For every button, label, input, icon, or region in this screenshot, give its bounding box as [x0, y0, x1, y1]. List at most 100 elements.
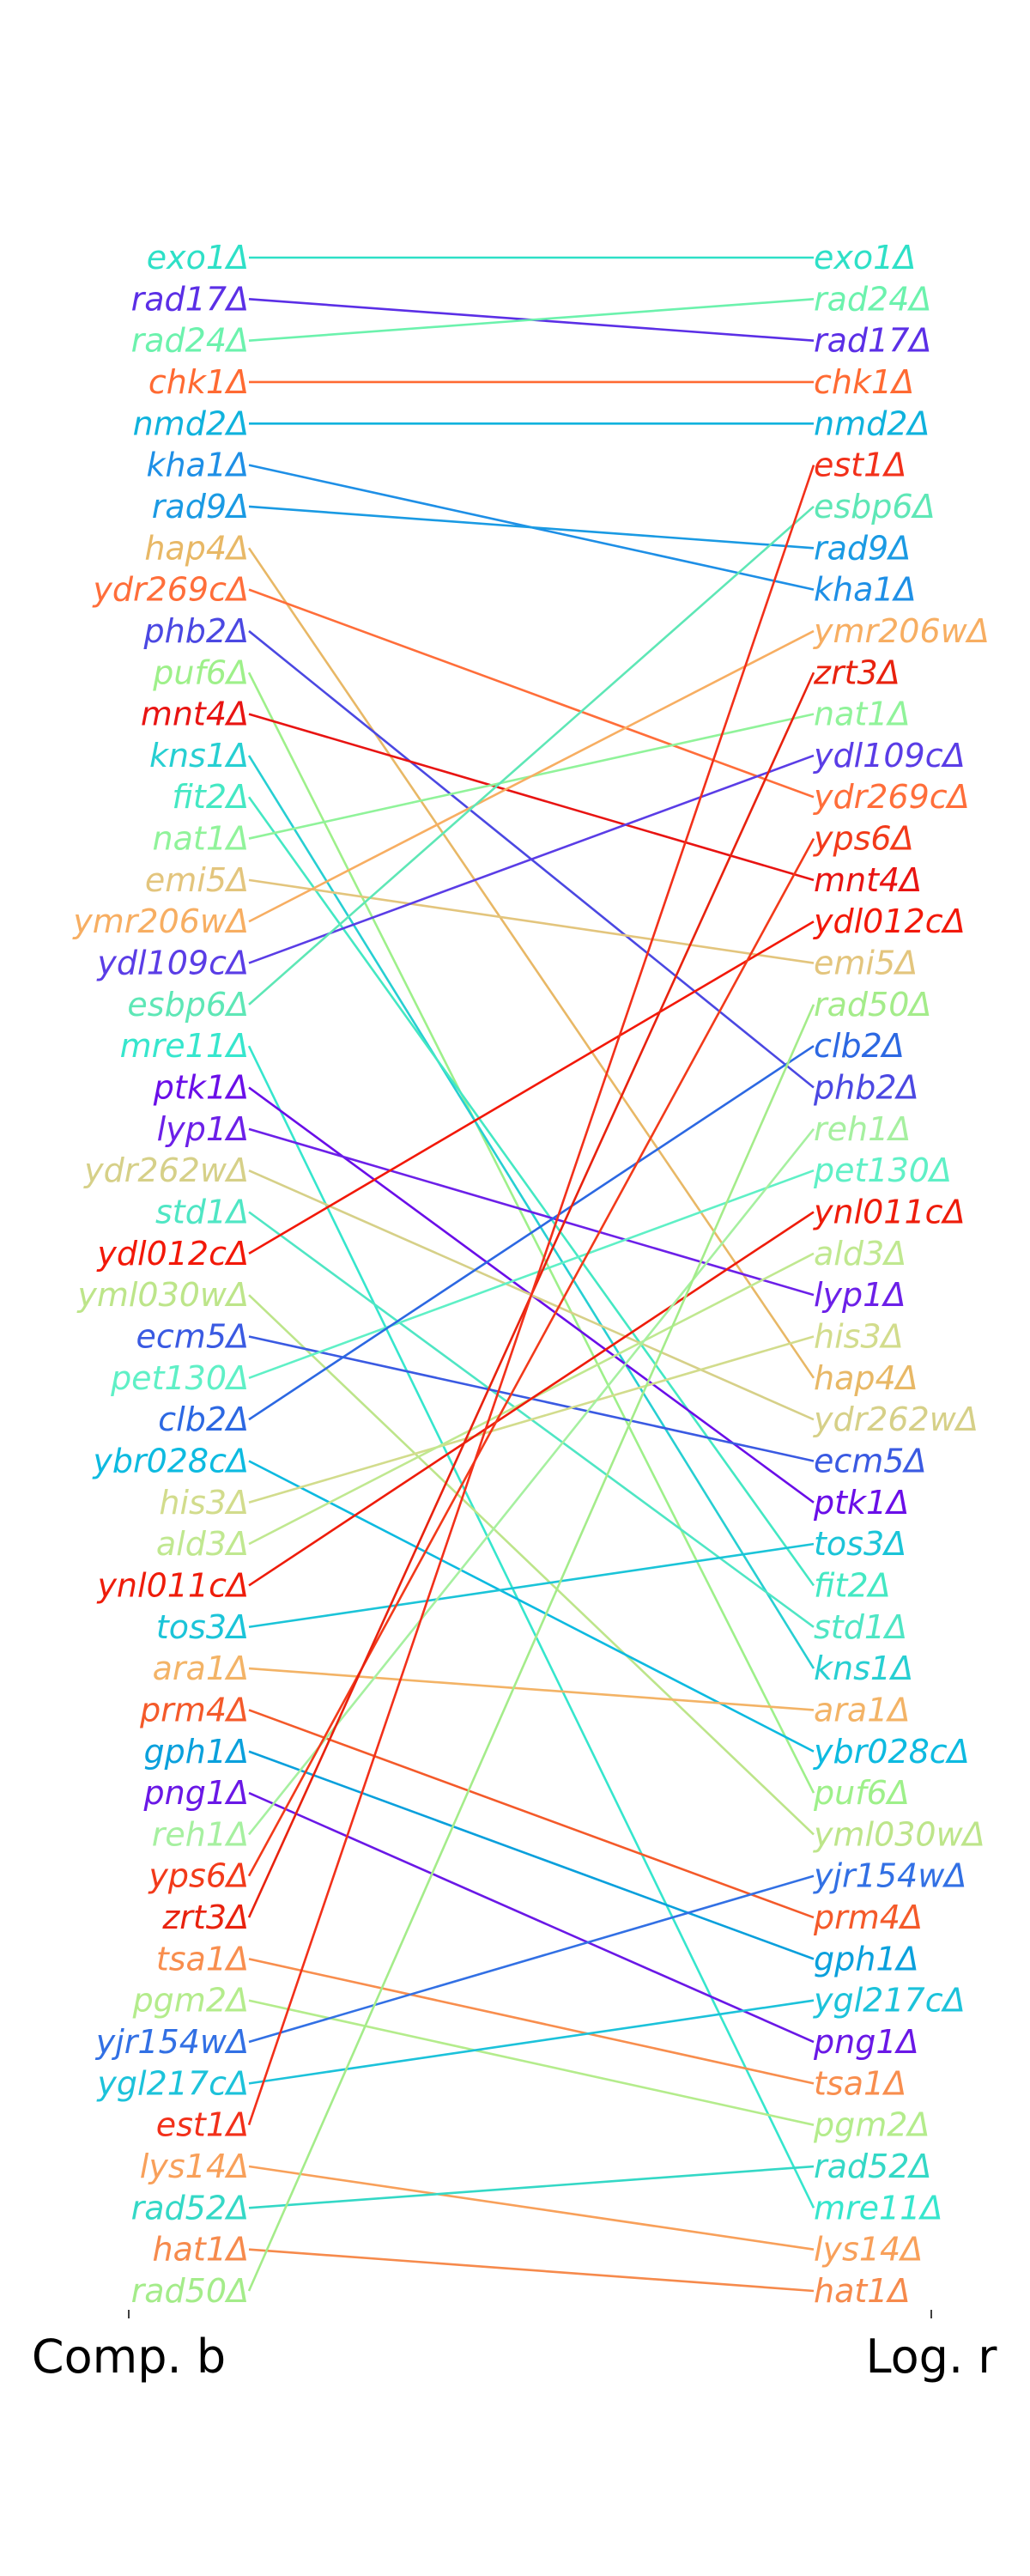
left-label-nat1: nat1Δ	[153, 820, 249, 858]
left-label-rad9: rad9Δ	[152, 488, 249, 526]
connector-reh1	[247, 1128, 815, 1836]
left-label-lys14: lys14Δ	[140, 2148, 249, 2185]
left-label-ybr028c: ybr028cΔ	[92, 1442, 249, 1479]
right-label-ymr206w: ymr206wΔ	[813, 612, 990, 650]
left-label-mnt4: mnt4Δ	[141, 696, 249, 733]
right-label-lyp1: lyp1Δ	[814, 1276, 906, 1314]
left-label-reh1: reh1Δ	[152, 1815, 249, 1853]
left-label-ymr206w: ymr206wΔ	[72, 902, 249, 940]
left-label-nmd2: nmd2Δ	[133, 404, 249, 442]
left-label-ptk1: ptk1Δ	[153, 1069, 249, 1107]
left-label-rad24: rad24Δ	[131, 322, 249, 360]
left-label-hat1: hat1Δ	[153, 2231, 249, 2269]
right-label-tos3: tos3Δ	[814, 1525, 906, 1563]
right-label-kns1: kns1Δ	[814, 1649, 913, 1687]
right-label-ydr269c: ydr269cΔ	[813, 778, 970, 816]
left-label-emi5: emi5Δ	[145, 861, 249, 899]
right-label-rad24: rad24Δ	[814, 280, 931, 318]
right-label-chk1: chk1Δ	[814, 363, 914, 401]
left-label-phb2: phb2Δ	[143, 612, 250, 650]
left-label-est1: est1Δ	[156, 2106, 249, 2144]
connector-ynl011c	[248, 1211, 815, 1587]
connector-his3	[248, 1335, 815, 1504]
right-label-hat1: hat1Δ	[814, 2272, 910, 2310]
right-label-prm4: prm4Δ	[813, 1899, 923, 1936]
right-label-nmd2: nmd2Δ	[814, 404, 930, 442]
left-label-pgm2: pgm2Δ	[132, 1982, 249, 2020]
right-label-kha1: kha1Δ	[814, 571, 917, 609]
right-label-est1: est1Δ	[814, 447, 906, 484]
left-label-ecm5: ecm5Δ	[136, 1317, 249, 1355]
connector-png1	[248, 1791, 815, 2044]
left-label-exo1: exo1Δ	[147, 239, 249, 276]
left-label-ydr269c: ydr269cΔ	[92, 571, 249, 609]
connector-est1	[247, 465, 815, 2126]
right-label-gph1: gph1Δ	[814, 1940, 919, 1978]
left-label-gph1: gph1Δ	[144, 1733, 250, 1771]
left-label-kha1: kha1Δ	[146, 447, 249, 484]
connector-lys14	[248, 2165, 815, 2251]
left-label-std1: std1Δ	[155, 1194, 249, 1231]
right-label-zrt3: zrt3Δ	[813, 653, 900, 691]
right-label-rad52: rad52Δ	[814, 2148, 931, 2185]
right-label-ydr262w: ydr262wΔ	[813, 1400, 978, 1438]
right-label-clb2: clb2Δ	[814, 1027, 905, 1065]
left-label-tos3: tos3Δ	[156, 1608, 249, 1646]
left-axis-label: Comp. b	[32, 2330, 226, 2384]
connector-hat1	[248, 2248, 815, 2293]
connector-pet130	[248, 1169, 815, 1380]
connector-ydl109c	[248, 754, 815, 964]
right-label-mre11: mre11Δ	[814, 2189, 942, 2227]
right-label-yps6: yps6Δ	[813, 820, 914, 858]
connector-ara1	[248, 1667, 815, 1711]
left-label-ydl012c: ydl012cΔ	[96, 1235, 249, 1273]
left-label-lyp1: lyp1Δ	[157, 1110, 249, 1148]
right-label-ald3: ald3Δ	[814, 1235, 906, 1273]
right-label-his3: his3Δ	[814, 1317, 904, 1355]
right-label-pet130: pet130Δ	[813, 1151, 952, 1189]
left-label-zrt3: zrt3Δ	[161, 1899, 249, 1936]
connector-ygl217c	[248, 1999, 815, 2085]
right-label-reh1: reh1Δ	[814, 1110, 911, 1148]
left-label-esbp6: esbp6Δ	[127, 986, 249, 1024]
right-label-nat1: nat1Δ	[814, 696, 910, 733]
right-label-pgm2: pgm2Δ	[813, 2106, 930, 2144]
connector-yps6	[247, 837, 815, 1877]
right-gene-labels: exo1Δrad17Δrad24Δchk1Δnmd2Δkha1Δrad9Δhap…	[813, 239, 990, 2310]
left-label-yps6: yps6Δ	[148, 1857, 249, 1895]
left-label-ara1: ara1Δ	[153, 1649, 249, 1687]
connector-mnt4	[248, 713, 815, 882]
right-label-ydl012c: ydl012cΔ	[813, 902, 966, 940]
left-label-his3: his3Δ	[159, 1484, 249, 1522]
right-label-fit2: fit2Δ	[814, 1566, 891, 1604]
connector-rad50	[247, 1004, 815, 2292]
connector-emi5	[248, 878, 815, 964]
left-label-ygl217c: ygl217cΔ	[96, 2064, 249, 2102]
right-label-phb2: phb2Δ	[813, 1069, 919, 1107]
left-label-pet130: pet130Δ	[110, 1359, 249, 1397]
right-label-rad17: rad17Δ	[814, 322, 931, 360]
connector-tsa1	[248, 1958, 815, 2085]
right-label-ecm5: ecm5Δ	[814, 1442, 926, 1479]
left-label-puf6: puf6Δ	[152, 653, 249, 691]
left-gene-labels: exo1Δrad17Δrad24Δchk1Δnmd2Δkha1Δrad9Δhap…	[72, 239, 249, 2310]
connector-gph1	[248, 1750, 815, 1960]
left-label-fit2: fit2Δ	[172, 778, 249, 816]
left-label-rad52: rad52Δ	[131, 2189, 249, 2227]
right-label-hap4: hap4Δ	[814, 1359, 918, 1397]
right-label-ynl011c: ynl011cΔ	[813, 1194, 966, 1231]
left-label-tsa1: tsa1Δ	[156, 1940, 249, 1978]
connector-rad9	[248, 505, 815, 550]
left-label-clb2: clb2Δ	[158, 1400, 249, 1438]
left-label-ynl011c: ynl011cΔ	[96, 1566, 249, 1604]
left-label-png1: png1Δ	[143, 1774, 250, 1812]
right-label-rad9: rad9Δ	[814, 529, 911, 567]
right-label-mnt4: mnt4Δ	[814, 861, 922, 899]
connector-yjr154w	[248, 1874, 815, 2044]
left-label-chk1: chk1Δ	[148, 363, 249, 401]
connector-lines	[247, 256, 815, 2293]
connector-lyp1	[248, 1127, 815, 1297]
left-label-yjr154w: yjr154wΔ	[95, 2023, 249, 2061]
left-label-ald3: ald3Δ	[156, 1525, 249, 1563]
